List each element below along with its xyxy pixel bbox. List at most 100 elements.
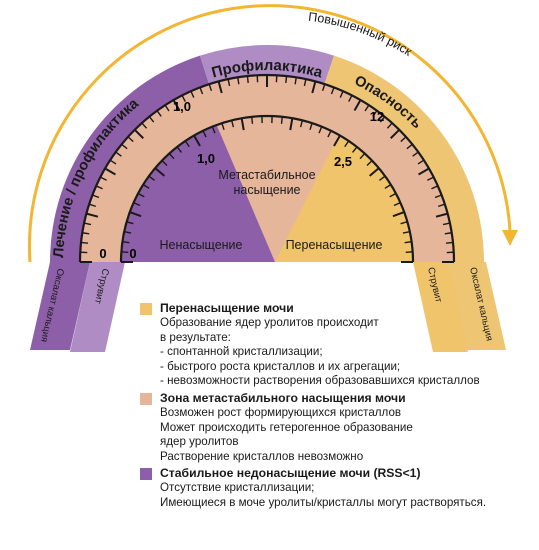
legend-swatch-tan	[140, 392, 152, 405]
scale-tick	[333, 135, 341, 147]
scale-tick	[330, 87, 335, 95]
scale-tick	[80, 241, 89, 244]
scale-tick	[445, 241, 454, 244]
scale-tick	[227, 78, 231, 87]
scale-tick	[164, 104, 170, 112]
scale-tick	[437, 203, 446, 208]
scale-tick	[193, 135, 201, 147]
scale-tick	[364, 104, 370, 112]
scale-tick	[417, 159, 425, 165]
scale-tick	[379, 175, 386, 181]
legend-line: - быстрого роста кристаллов и их агрегац…	[160, 359, 401, 373]
scale-tick	[133, 201, 141, 207]
legend-supersaturation: Перенасыщение мочи Образование ядер урол…	[140, 300, 532, 389]
label-increased-risk: Повышенный риск	[308, 10, 415, 59]
scale-tick	[299, 120, 303, 128]
scale-tick	[240, 118, 245, 131]
scale-tick	[104, 167, 116, 176]
scale-tick	[134, 129, 144, 139]
scale-tick	[199, 87, 204, 95]
legend-title: Зона метастабильного насыщения мочи	[160, 390, 406, 405]
scale-tick	[121, 143, 128, 150]
scale-tick	[83, 222, 92, 226]
zone-label-supersaturated: Перенасыщение	[286, 238, 383, 252]
scale-tick	[294, 77, 297, 85]
scale-tick	[148, 116, 155, 123]
left-leg-outer	[30, 262, 90, 350]
left-leg-inner	[70, 262, 125, 352]
scale-tick	[141, 122, 148, 129]
right-leg-inner	[413, 262, 468, 352]
scale-tick	[231, 120, 235, 128]
inner-scale-two-five: 2,5	[334, 154, 352, 169]
scale-tick	[393, 201, 401, 207]
scale-tick	[327, 130, 332, 138]
scale-tick	[285, 75, 288, 84]
scale-tick	[148, 175, 155, 181]
scale-tick	[95, 185, 103, 190]
outer-scale-one: 1,0	[173, 99, 191, 114]
scale-tick	[127, 136, 134, 143]
scale-tick	[435, 212, 448, 218]
scale-tick	[172, 99, 181, 111]
scale-tick	[184, 140, 190, 148]
scale-tick	[406, 143, 413, 150]
legend-line: Образование ядер уролитов происходит	[160, 316, 379, 329]
scale-tick	[353, 99, 362, 111]
scale-tick	[92, 194, 100, 199]
scale-tick	[154, 167, 165, 177]
scale-tick	[359, 153, 366, 160]
scale-tick	[126, 221, 134, 225]
scale-tick	[404, 240, 412, 244]
legend-line: Возможен рост формирующихся кристаллов	[160, 405, 402, 419]
legend-swatch-yellow	[140, 303, 152, 315]
zone-label-metastable-2: насыщение	[233, 183, 300, 197]
scale-tick	[142, 184, 150, 189]
scale-tick	[161, 160, 168, 166]
scale-tick	[389, 192, 397, 198]
legend-line: Растворение кристаллов невозможно	[160, 449, 364, 463]
scale-tick	[386, 122, 393, 129]
legend-line: в результате:	[160, 330, 231, 344]
legend-metastable: Зона метастабильного насыщения мочи Возм…	[140, 390, 532, 464]
scale-tick	[237, 77, 240, 85]
scale-tick	[246, 75, 249, 84]
scale-tick	[202, 130, 207, 138]
scale-tick	[379, 116, 386, 123]
scale-tick	[217, 81, 223, 94]
scale-tick	[221, 122, 225, 131]
legend-swatch-purple	[140, 468, 152, 481]
scale-tick	[366, 160, 373, 166]
legend-line: Имеющиеся в моче уролиты/кристаллы могут…	[160, 495, 487, 509]
scale-tick	[115, 151, 122, 157]
inner-scale-one: 1,0	[197, 151, 215, 166]
scale-tick	[412, 151, 419, 157]
risk-arrow	[27, 3, 512, 263]
legend-undersaturation: Стабильное недонасыщение мочи (RSS<1) От…	[140, 465, 532, 510]
scale-tick	[369, 167, 380, 177]
band-inner-ring	[80, 75, 454, 262]
scale-tick	[344, 140, 350, 148]
scale-tick	[311, 81, 317, 94]
legend-line: - спонтанной кристаллизации;	[160, 345, 323, 359]
outer-scale-twelve: 12	[370, 109, 384, 124]
scale-tick	[390, 129, 400, 139]
scale-tick	[427, 176, 434, 181]
scale-tick	[400, 221, 408, 225]
scale-tick	[168, 153, 175, 160]
scale-tick	[402, 230, 410, 234]
scale-tick	[352, 146, 358, 153]
scale-tick	[442, 222, 451, 226]
zone-label-unsaturated: Ненасыщение	[159, 238, 242, 252]
scale-tick	[124, 230, 132, 234]
scale-tick	[303, 78, 307, 87]
scale-tick	[280, 116, 283, 124]
scale-tick	[289, 118, 294, 131]
scale-tick	[88, 203, 97, 208]
legend-line: ядер уролитов	[160, 435, 239, 449]
scale-tick	[318, 126, 323, 134]
scale-tick	[444, 232, 452, 235]
legend-line: Может происходить гетерогенное образован…	[160, 420, 413, 434]
legend-title: Перенасыщение мочи	[160, 301, 294, 315]
